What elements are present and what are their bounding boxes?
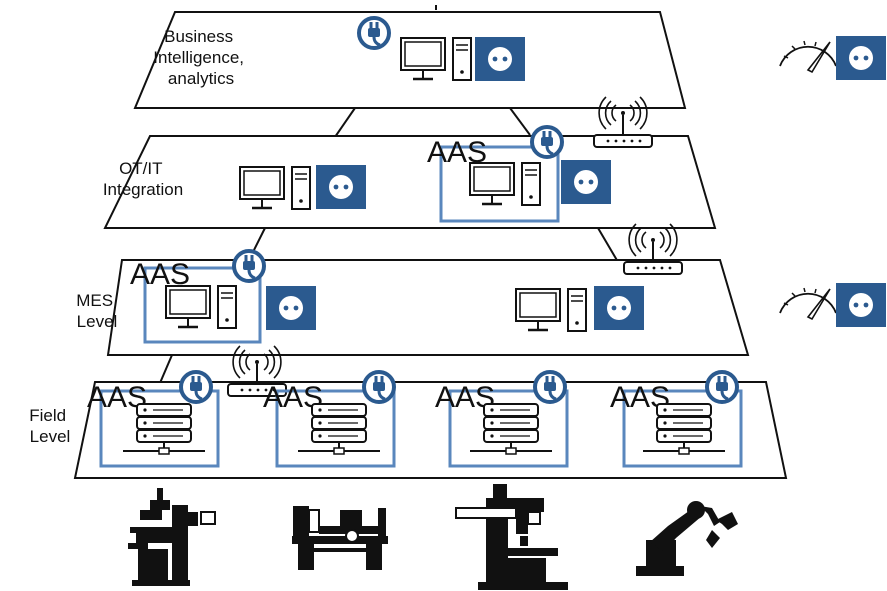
robot-arm-icon: [636, 501, 738, 576]
connector-line: [334, 107, 356, 138]
lathe-icon: [292, 506, 388, 570]
connector-line: [159, 354, 173, 384]
power-plug-icon: [179, 370, 213, 404]
socket-icon: [266, 286, 316, 330]
socket-icon: [561, 160, 611, 204]
power-plug-icon: [357, 16, 391, 50]
socket-icon: [836, 283, 886, 327]
socket-icon: [836, 36, 886, 80]
power-plug-icon: [705, 370, 739, 404]
aas-frame: [143, 266, 262, 344]
aas-frame: [448, 389, 569, 468]
level-label-field: Field Level: [29, 406, 71, 446]
level-label-mes: MES Level: [76, 291, 118, 331]
aas-frame: [275, 389, 396, 468]
socket-icon: [316, 165, 366, 209]
power-plug-icon: [530, 125, 564, 159]
connector-line: [597, 227, 619, 263]
speedometer-icon: [779, 40, 837, 73]
aas-frame: [622, 389, 743, 468]
power-plug-icon: [362, 370, 396, 404]
milling-machine-icon: [128, 488, 216, 586]
socket-icon: [594, 286, 644, 330]
level-plane-mes: [106, 259, 750, 356]
aas-frame: [99, 389, 220, 468]
connector-line: [509, 107, 531, 136]
wifi-router-icon: [623, 223, 683, 275]
power-plug-icon: [232, 249, 266, 283]
drill-press-icon: [455, 484, 568, 590]
level-label-otit: OT/IT Integration: [103, 159, 183, 199]
socket-icon: [475, 37, 525, 81]
speedometer-icon: [779, 287, 837, 320]
aas-frame: [439, 145, 560, 223]
power-plug-icon: [533, 370, 567, 404]
level-label-bi: Business Intelligence, analytics: [153, 27, 248, 88]
level-plane-otit: [103, 135, 717, 229]
